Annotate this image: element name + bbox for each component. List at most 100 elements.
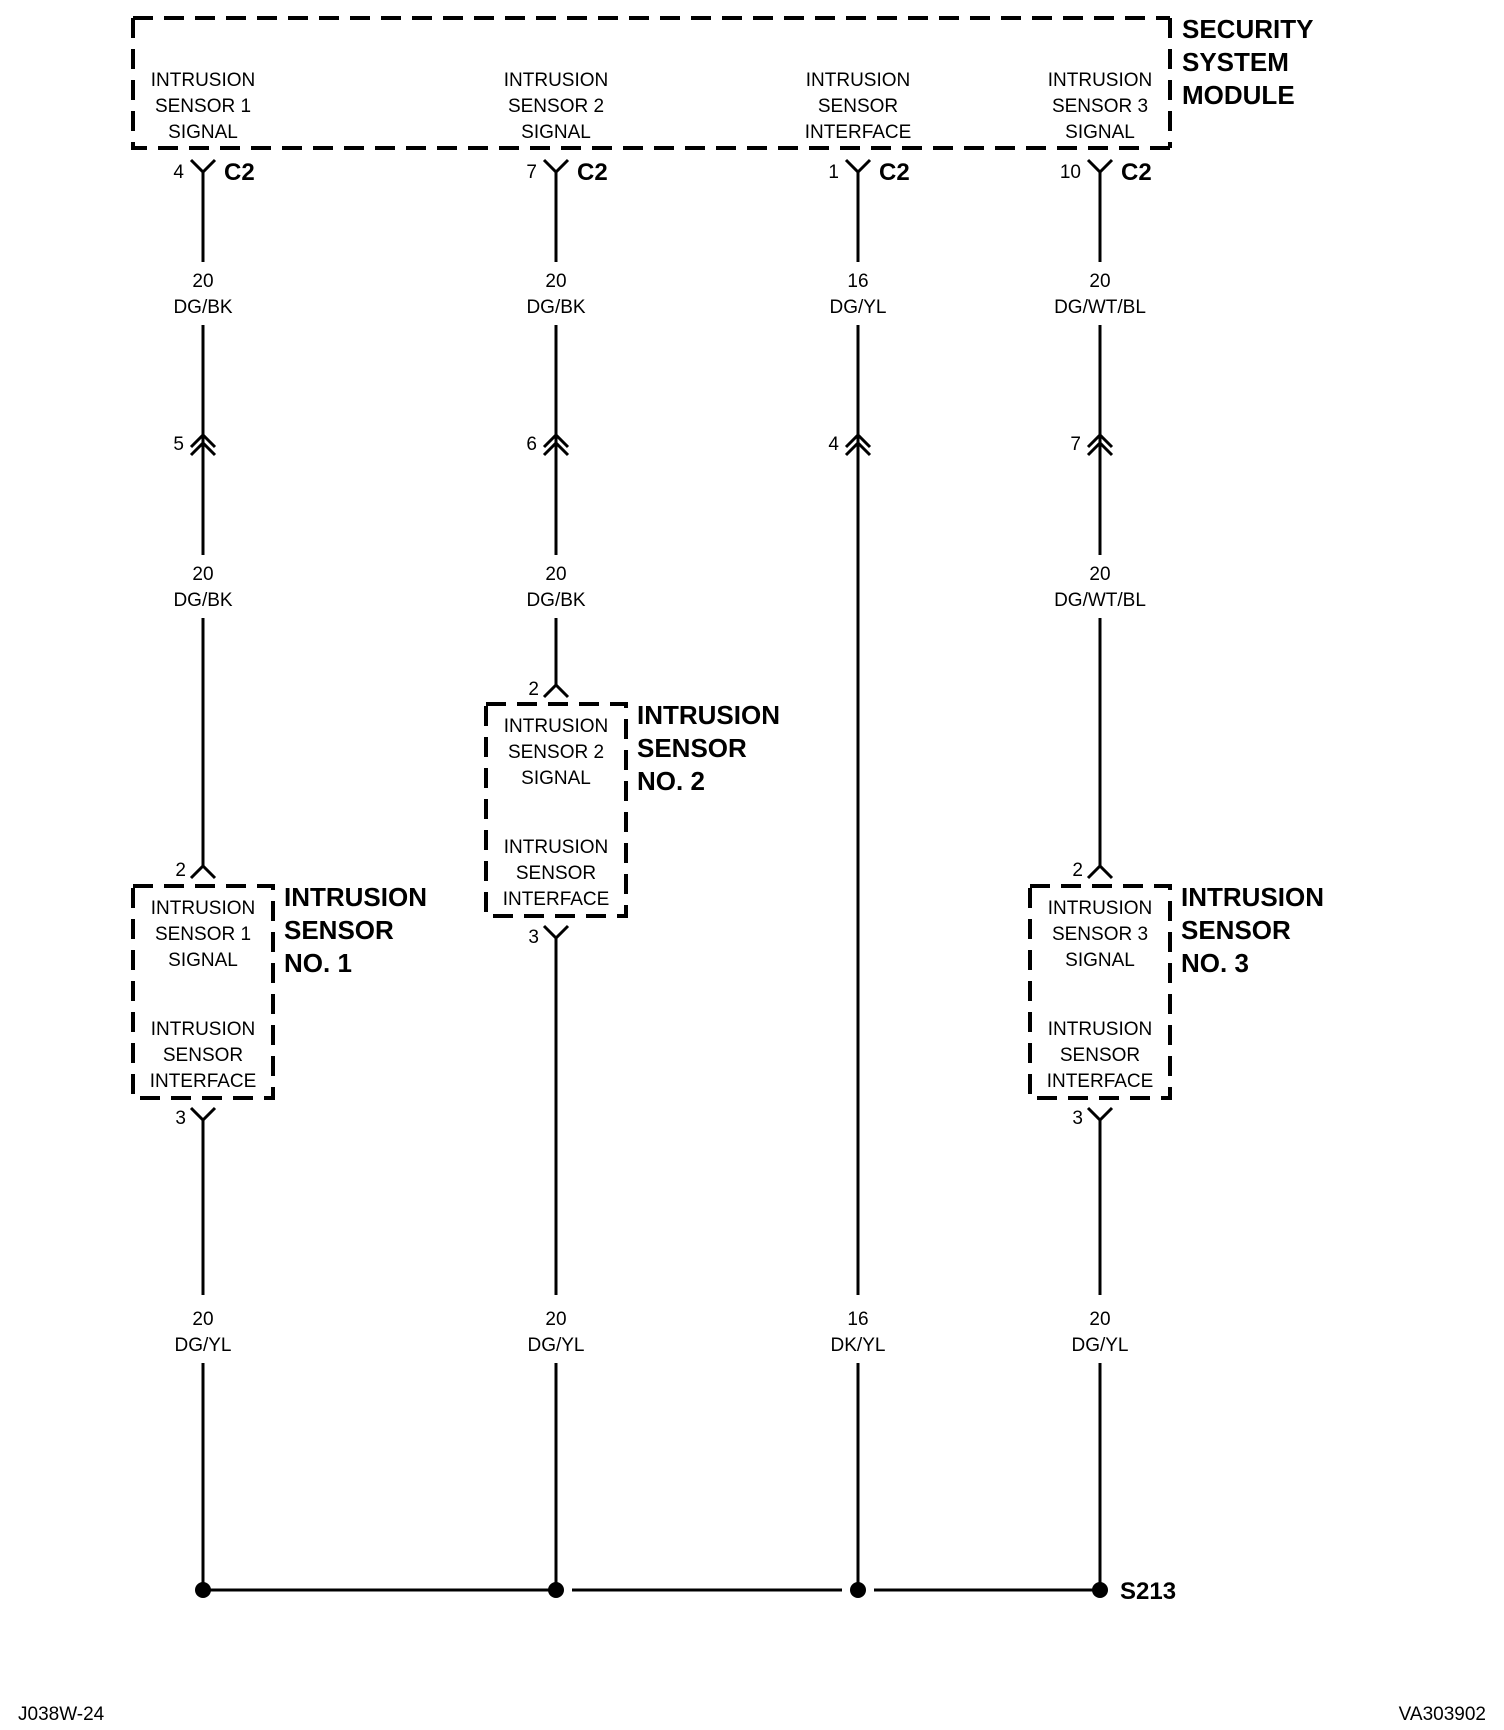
sensor-name-line-3: NO. 1 (284, 948, 352, 978)
sensor-pin-number: 3 (1072, 1108, 1083, 1129)
inline-connector-icon (189, 432, 217, 457)
intrusion-sensor-no-2: 2 INTRUSION SENSOR 2 SIGNAL INTRUSION SE… (484, 679, 780, 948)
svg-text:INTERFACE: INTERFACE (805, 122, 912, 143)
svg-text:INTRUSION: INTRUSION (151, 70, 256, 91)
svg-text:SIGNAL: SIGNAL (521, 122, 591, 143)
module-connector-c2: 4 C2 7 C2 1 C2 10 C2 (173, 158, 1152, 186)
svg-text:SENSOR: SENSOR (163, 1045, 243, 1066)
connector-pin-icon (542, 158, 570, 175)
svg-text:INTERFACE: INTERFACE (503, 889, 610, 910)
sensor-pin-number: 2 (175, 860, 186, 881)
connector-pin-icon (1086, 158, 1114, 175)
svg-text:SIGNAL: SIGNAL (521, 768, 591, 789)
wire-color: DG/BK (173, 297, 232, 318)
svg-text:SIGNAL: SIGNAL (168, 122, 238, 143)
footer-left-code: J038W-24 (18, 1704, 105, 1725)
intrusion-sensor-no-1: 2 INTRUSION SENSOR 1 SIGNAL INTRUSION SE… (131, 860, 427, 1129)
module-outline (131, 16, 1172, 150)
module-pin-number: 4 (173, 162, 184, 183)
wire-gauge: 16 (847, 1309, 868, 1330)
svg-text:SENSOR: SENSOR (1060, 1045, 1140, 1066)
wire-gauge: 20 (545, 1309, 566, 1330)
circuit-4-wires: 20 DG/WT/BL 7 20 DG/WT/BL (1054, 172, 1146, 866)
svg-text:SENSOR 1: SENSOR 1 (155, 96, 251, 117)
inline-connector-icon (542, 432, 570, 457)
splice-dot (195, 1582, 211, 1598)
sensor-outline (1028, 884, 1172, 1100)
svg-text:SIGNAL: SIGNAL (1065, 122, 1135, 143)
sensor-name-line-1: INTRUSION (1181, 882, 1324, 912)
wire-gauge: 20 (1089, 564, 1110, 585)
module-connector-name: C2 (879, 159, 910, 186)
inline-connector-pin: 6 (526, 434, 537, 455)
sensor-pin-number: 3 (528, 927, 539, 948)
svg-text:SENSOR: SENSOR (818, 96, 898, 117)
module-pin-number: 1 (828, 162, 839, 183)
svg-text:INTRUSION: INTRUSION (1048, 1019, 1153, 1040)
module-pin-1-label: INTRUSION SENSOR 1 SIGNAL (151, 70, 256, 143)
sensor-name-line-2: SENSOR (284, 915, 394, 945)
connector-pin-icon (844, 158, 872, 175)
wire-gauge: 20 (192, 271, 213, 292)
wire-color: DG/WT/BL (1054, 297, 1146, 318)
svg-text:INTRUSION: INTRUSION (151, 898, 256, 919)
svg-text:INTRUSION: INTRUSION (1048, 898, 1153, 919)
svg-text:INTRUSION: INTRUSION (806, 70, 911, 91)
svg-text:INTERFACE: INTERFACE (150, 1071, 257, 1092)
svg-text:INTERFACE: INTERFACE (1047, 1071, 1154, 1092)
wire-color: DG/YL (829, 297, 886, 318)
splice-label: S213 (1120, 1578, 1176, 1605)
wire-gauge: 20 (1089, 271, 1110, 292)
module-pin-number: 10 (1060, 162, 1081, 183)
wire-color: DK/YL (831, 1335, 886, 1356)
footer-right-code: VA303902 (1399, 1704, 1486, 1725)
module-name-line-1: SECURITY (1182, 14, 1313, 44)
svg-text:SENSOR: SENSOR (516, 863, 596, 884)
connector-pin-icon (1086, 863, 1114, 880)
connector-pin-icon (1086, 1106, 1114, 1123)
splice-dot (1092, 1582, 1108, 1598)
wire-color: DG/YL (174, 1335, 231, 1356)
splice-s213: S213 (195, 1578, 1176, 1605)
splice-dot (850, 1582, 866, 1598)
sensor-pin-number: 2 (1072, 860, 1083, 881)
inline-connector-icon (1086, 432, 1114, 457)
module-pin-number: 7 (526, 162, 537, 183)
svg-text:INTRUSION: INTRUSION (504, 70, 609, 91)
inline-connector-pin: 4 (828, 434, 839, 455)
svg-text:SIGNAL: SIGNAL (1065, 950, 1135, 971)
module-pin-4-label: INTRUSION SENSOR 3 SIGNAL (1048, 70, 1153, 143)
wire-color: DG/BK (173, 590, 232, 611)
sensor-name-line-3: NO. 3 (1181, 948, 1249, 978)
inline-connector-pin: 5 (173, 434, 184, 455)
sensor-pin-number: 2 (528, 679, 539, 700)
svg-text:INTRUSION: INTRUSION (504, 716, 609, 737)
wire-color: DG/BK (526, 297, 585, 318)
connector-pin-icon (542, 924, 570, 941)
module-connector-name: C2 (224, 159, 255, 186)
sensor-name-line-1: INTRUSION (637, 700, 780, 730)
wire-gauge: 20 (192, 564, 213, 585)
svg-text:SENSOR 2: SENSOR 2 (508, 96, 604, 117)
module-name-line-2: SYSTEM (1182, 47, 1289, 77)
wire-gauge: 20 (545, 271, 566, 292)
module-name-line-3: MODULE (1182, 80, 1295, 110)
sensor-name-line-1: INTRUSION (284, 882, 427, 912)
module-connector-name: C2 (577, 159, 608, 186)
inline-connector-pin: 7 (1070, 434, 1081, 455)
svg-text:SIGNAL: SIGNAL (168, 950, 238, 971)
wire-color: DG/WT/BL (1054, 590, 1146, 611)
sensor-name-line-3: NO. 2 (637, 766, 705, 796)
wire-color: DG/YL (1071, 1335, 1128, 1356)
module-pin-3-label: INTRUSION SENSOR INTERFACE (805, 70, 912, 143)
connector-pin-icon (189, 158, 217, 175)
wire-gauge: 16 (847, 271, 868, 292)
circuit-2-wires: 20 DG/BK 6 20 DG/BK (526, 172, 586, 685)
svg-text:INTRUSION: INTRUSION (151, 1019, 256, 1040)
svg-text:SENSOR 1: SENSOR 1 (155, 924, 251, 945)
svg-text:SENSOR 2: SENSOR 2 (508, 742, 604, 763)
splice-dot (548, 1582, 564, 1598)
circuit-3-wires: 16 DG/YL 4 (828, 172, 887, 1295)
connector-pin-icon (542, 682, 570, 699)
